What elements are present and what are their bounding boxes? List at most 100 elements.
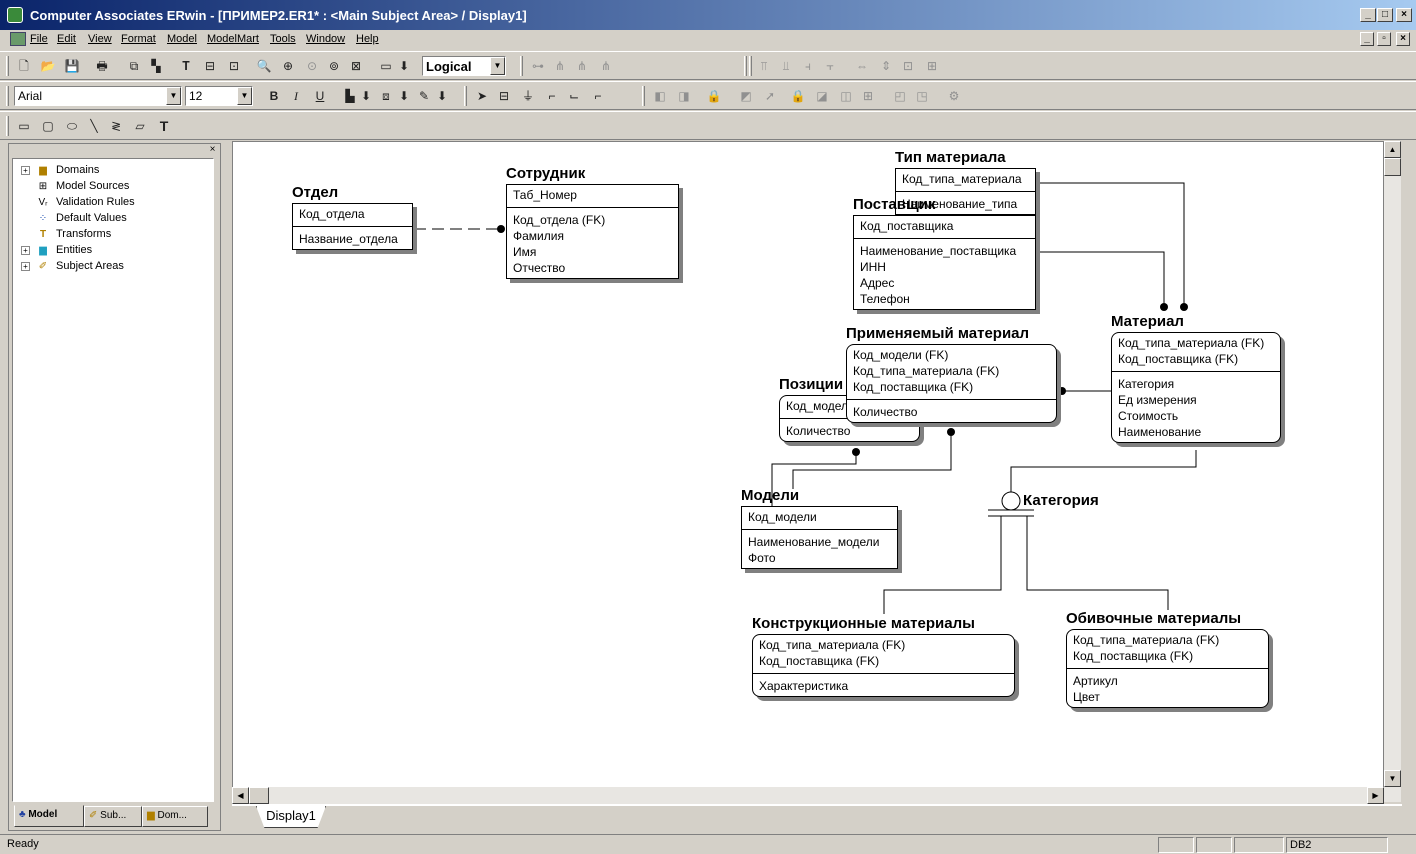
same-size-icon[interactable]: ⊡ xyxy=(902,59,914,73)
mm-8-icon[interactable]: ⊞ xyxy=(862,89,874,103)
line-icon[interactable]: ╲ xyxy=(90,119,98,133)
rectangle-icon[interactable]: ▭ xyxy=(18,119,30,133)
scroll-down-icon[interactable]: ▼ xyxy=(1384,770,1401,787)
subtype-icon[interactable]: ⊶ xyxy=(532,59,544,73)
mm-10-icon[interactable]: ◳ xyxy=(916,89,928,103)
mm-7-icon[interactable]: ◫ xyxy=(840,89,852,103)
tree-item-default-values[interactable]: ⁘Default Values xyxy=(21,211,127,226)
zoom-window-icon[interactable]: ⊠ xyxy=(350,59,362,73)
view-mode-select[interactable]: Logical▼ xyxy=(422,56,506,76)
zoom-in-icon[interactable]: ⊕ xyxy=(282,59,294,73)
minimize-button[interactable]: _ xyxy=(1360,8,1376,22)
scroll-left-icon[interactable]: ◀ xyxy=(232,787,249,804)
vertical-scrollbar[interactable]: ▲ ▼ xyxy=(1384,141,1401,802)
menu-modelmart[interactable]: ModelMart xyxy=(207,33,259,45)
scroll-thumb-v[interactable] xyxy=(1384,158,1401,176)
scroll-up-icon[interactable]: ▲ xyxy=(1384,141,1401,158)
center-icon[interactable]: ⊞ xyxy=(926,59,938,73)
new-icon[interactable]: 🗋 xyxy=(19,59,29,73)
entity-postavshik[interactable]: Код_поставщика Наименование_поставщика И… xyxy=(853,215,1036,310)
erwin-app-icon[interactable] xyxy=(7,7,23,23)
mm-11-icon[interactable]: ⚙ xyxy=(948,89,960,103)
scroll-thumb-h[interactable] xyxy=(249,787,269,804)
zoom-out-icon[interactable]: 🔍 xyxy=(256,59,272,73)
bold-button[interactable]: B xyxy=(269,89,279,103)
format-painter-icon[interactable]: 𝐓 xyxy=(182,59,190,73)
entity-material[interactable]: Код_типа_материала (FK) Код_поставщика (… xyxy=(1111,332,1281,443)
entity-sotrudnik[interactable]: Таб_Номер Код_отдела (FK) Фамилия Имя От… xyxy=(506,184,679,279)
tab-domains[interactable]: ▆ Dom... xyxy=(142,806,208,827)
align-left-icon[interactable]: ⫞ xyxy=(804,59,811,73)
menu-help[interactable]: Help xyxy=(356,33,379,45)
line-color-icon[interactable]: ✎ xyxy=(418,89,430,103)
tab-display1[interactable]: Display1 xyxy=(256,806,326,828)
save-icon[interactable]: 💾 xyxy=(64,59,80,73)
scroll-right-icon[interactable]: ▶ xyxy=(1367,787,1384,804)
report-icon[interactable]: ⧉ xyxy=(129,59,139,73)
menu-model[interactable]: Model xyxy=(167,33,197,45)
font-size-select[interactable]: 12▼ xyxy=(185,86,253,106)
document-icon[interactable] xyxy=(10,32,26,46)
polygon-icon[interactable]: ▱ xyxy=(135,119,145,133)
horizontal-scrollbar[interactable]: ◀ ▶ xyxy=(232,787,1384,804)
fill-color-icon[interactable]: ⧈ xyxy=(382,89,390,103)
mm-3-icon[interactable]: ◩ xyxy=(740,89,752,103)
display-level-icon[interactable]: ⊡ xyxy=(228,59,240,73)
doc-restore-button[interactable]: ▫ xyxy=(1377,32,1391,46)
maximize-button[interactable]: □ xyxy=(1377,8,1393,22)
mm-1-icon[interactable]: ◧ xyxy=(654,89,666,103)
entity-konstrukcionnye[interactable]: Код_типа_материала (FK) Код_поставщика (… xyxy=(752,634,1015,697)
menu-window[interactable]: Window xyxy=(306,33,346,45)
align-bottom-icon[interactable]: ⫫ xyxy=(782,59,790,73)
tree-item-domains[interactable]: +▆Domains xyxy=(21,163,99,178)
entity-modeli[interactable]: Код_модели Наименование_модели Фото xyxy=(741,506,898,569)
polyline-icon[interactable]: ≷ xyxy=(110,119,122,133)
entity-tool-icon[interactable]: ⊟ xyxy=(498,89,510,103)
mm-5-icon[interactable]: 🔒 xyxy=(790,89,806,103)
tree3-icon[interactable]: ⋔ xyxy=(600,59,612,73)
text-color-icon[interactable]: ▙ xyxy=(345,89,355,103)
mm-2-icon[interactable]: ◨ xyxy=(678,89,690,103)
mm-9-icon[interactable]: ◰ xyxy=(894,89,906,103)
panel-close-icon[interactable]: × xyxy=(209,144,216,155)
open-icon[interactable]: 📂 xyxy=(40,59,56,73)
category-tool-icon[interactable]: ⏚ xyxy=(521,89,534,103)
stored-display-icon[interactable]: ▭ xyxy=(380,59,392,73)
menu-view[interactable]: View xyxy=(88,33,112,45)
ellipse-icon[interactable]: ⬭ xyxy=(66,119,78,133)
dropdown-arrow-icon[interactable]: ⬇ xyxy=(398,59,410,73)
doc-minimize-button[interactable]: _ xyxy=(1360,32,1374,46)
many-to-many-icon[interactable]: ⌙ xyxy=(568,89,580,103)
identifying-rel-icon[interactable]: ⌐ xyxy=(548,89,556,103)
entity-display-icon[interactable]: ⊟ xyxy=(204,59,216,73)
tree2-icon[interactable]: ⋔ xyxy=(576,59,588,73)
tree-item-subject-areas[interactable]: +✐Subject Areas xyxy=(21,259,124,274)
tab-subject-areas[interactable]: ✐ Sub... xyxy=(84,806,142,827)
entity-obivochnye[interactable]: Код_типа_материала (FK) Код_поставщика (… xyxy=(1066,629,1269,708)
color-icon[interactable]: ▚ xyxy=(151,59,161,73)
entity-otdel[interactable]: Код_отдела Название_отдела xyxy=(292,203,413,250)
tree-item-model-sources[interactable]: ⊞Model Sources xyxy=(21,179,129,194)
zoom-fit-icon[interactable]: ⊚ xyxy=(328,59,340,73)
menu-format[interactable]: Format xyxy=(121,33,156,45)
lock-icon[interactable]: 🔒 xyxy=(706,89,722,103)
entity-tip-materiala[interactable]: Код_типа_материала Наименование_типа xyxy=(895,168,1036,215)
tree-item-entities[interactable]: +▆Entities xyxy=(21,243,92,258)
space-horizontal-icon[interactable]: ⇔ xyxy=(856,59,868,73)
text-color-arrow-icon[interactable]: ⬇ xyxy=(360,89,372,103)
align-top-icon[interactable]: ⫪ xyxy=(760,59,768,73)
print-icon[interactable]: 🖶 xyxy=(96,59,108,73)
underline-button[interactable]: U xyxy=(315,89,325,103)
menu-edit[interactable]: Edit xyxy=(57,33,76,45)
align-right-icon[interactable]: ⫟ xyxy=(826,59,834,73)
zoom-normal-icon[interactable]: ⊙ xyxy=(306,59,318,73)
non-identifying-rel-icon[interactable]: ⌐ xyxy=(594,89,602,103)
menu-file[interactable]: File xyxy=(30,33,48,45)
entity-primenyaemiy-material[interactable]: Код_модели (FK) Код_типа_материала (FK) … xyxy=(846,344,1057,423)
pointer-icon[interactable]: ➤ xyxy=(476,89,488,103)
close-button[interactable]: × xyxy=(1396,8,1412,22)
fill-color-arrow-icon[interactable]: ⬇ xyxy=(398,89,410,103)
rounded-rect-icon[interactable]: ▢ xyxy=(42,119,54,133)
